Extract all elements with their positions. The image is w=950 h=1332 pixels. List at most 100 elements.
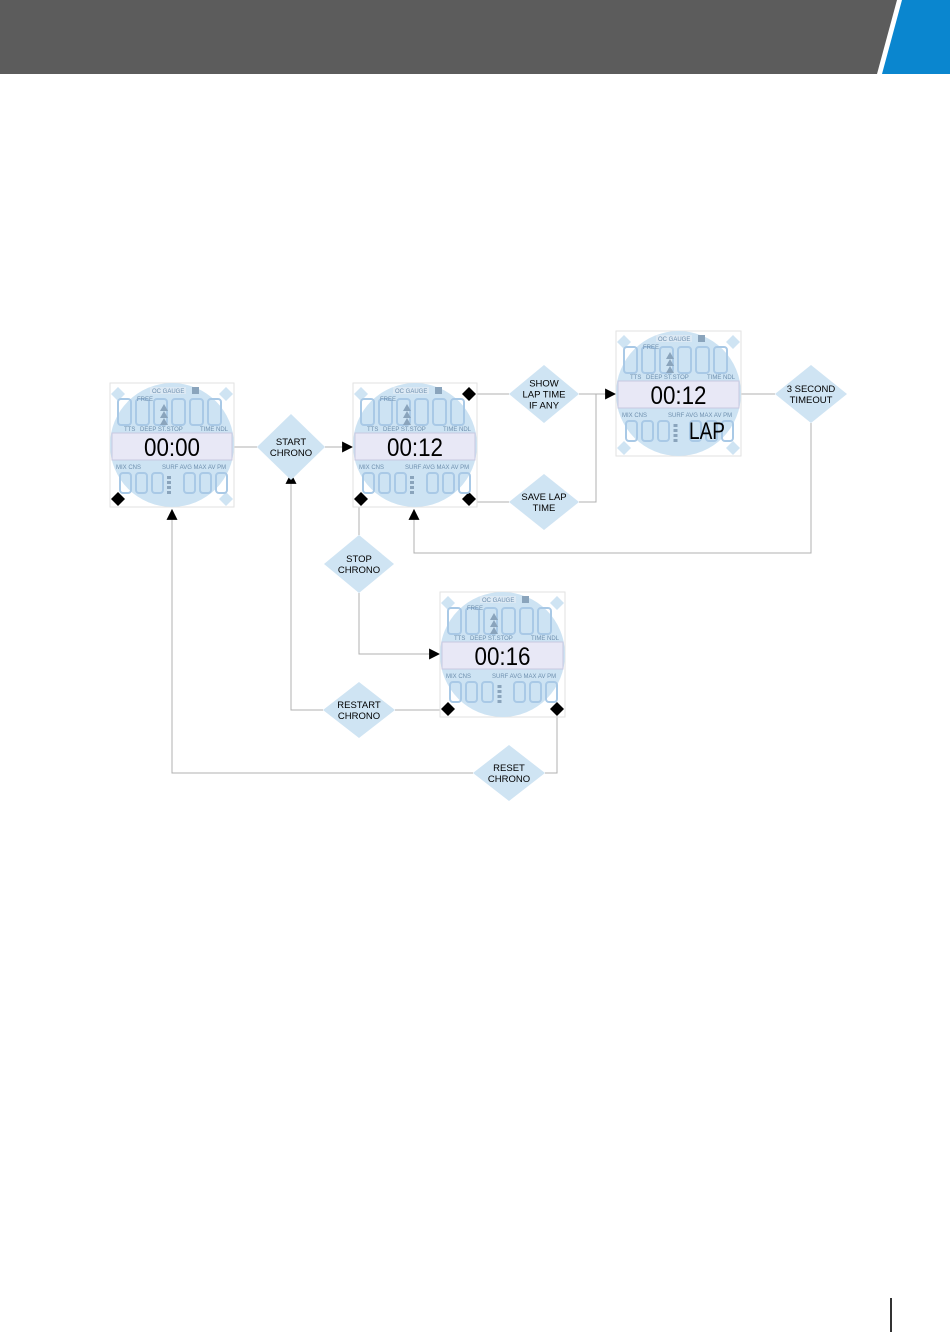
decision-diamond — [324, 535, 394, 593]
ghost-digit — [689, 420, 702, 442]
ascent-arrow-icon — [160, 418, 168, 425]
gas-bar-segment — [167, 486, 171, 489]
active-button-tr[interactable] — [462, 387, 476, 401]
decision-label-line: TIMEOUT — [790, 395, 833, 406]
ghost-digit — [641, 420, 654, 442]
ghost-digit — [215, 472, 228, 494]
label-plate — [656, 335, 692, 342]
ghost-digit — [432, 398, 447, 426]
inactive-button-tr[interactable] — [219, 387, 233, 401]
inactive-button-bl[interactable] — [617, 441, 631, 455]
chrono-time-readout: 00:12 — [651, 382, 707, 410]
mix-cns-label: MIX CNS — [359, 465, 384, 471]
ghost-digit — [641, 346, 656, 374]
time-ndl-label: TIME NDL — [200, 427, 229, 433]
connector-stop-to-w4 — [358, 593, 441, 660]
ghost-digit — [207, 398, 222, 426]
ghost-digit — [189, 398, 204, 426]
ascent-arrow-icon — [666, 352, 674, 359]
decision-label-line: CHRONO — [338, 711, 380, 722]
ghost-digit — [362, 472, 375, 494]
deep-stop-label: DEEP ST.STOP — [140, 427, 183, 433]
inactive-button-tr[interactable] — [726, 335, 740, 349]
ghost-digit — [458, 472, 471, 494]
ascent-arrow-icon — [666, 366, 674, 373]
battery-icon — [435, 387, 442, 394]
ghost-digit — [199, 472, 212, 494]
ghost-digit — [625, 420, 638, 442]
ghost-digit — [171, 398, 186, 426]
deep-stop-label: DEEP ST.STOP — [470, 636, 513, 642]
ghost-digit — [713, 346, 728, 374]
ascent-arrow-icon — [160, 404, 168, 411]
gas-bar-segment — [673, 439, 678, 442]
gas-bar-segment — [673, 424, 678, 427]
free-label: FREE — [380, 397, 396, 403]
ghost-digit — [442, 472, 455, 494]
decision-label-line: 3 SECOND — [787, 384, 836, 395]
inactive-button-tl[interactable] — [354, 387, 368, 401]
tts-label: TTS — [367, 427, 378, 433]
inactive-button-tl[interactable] — [111, 387, 125, 401]
mix-cns-label: MIX CNS — [116, 465, 141, 471]
ascent-arrow-icon — [403, 411, 411, 418]
active-button-bl[interactable] — [354, 492, 368, 506]
active-button-bl[interactable] — [441, 702, 455, 716]
ghost-digit — [513, 681, 526, 703]
connector-reset-to-w1 — [166, 508, 473, 774]
decision-label-line: LAP TIME — [523, 390, 566, 401]
ghost-digit — [501, 607, 516, 635]
inactive-button-tl[interactable] — [617, 335, 631, 349]
ghost-digit — [705, 420, 718, 442]
gas-bar-segment — [673, 429, 678, 432]
decision-label-line: TIME — [533, 503, 556, 514]
time-display-band — [441, 641, 564, 670]
ghost-digit — [135, 398, 150, 426]
active-button-bl[interactable] — [111, 492, 125, 506]
free-label: FREE — [643, 345, 659, 351]
decision-label-line: IF ANY — [529, 401, 560, 412]
inactive-button-tl[interactable] — [441, 596, 455, 610]
decision-label-line: SAVE LAP — [521, 492, 566, 503]
ghost-digit — [135, 472, 148, 494]
ghost-digit — [119, 472, 132, 494]
time-ndl-label: TIME NDL — [531, 636, 560, 642]
connector-save-lap-to-w3 — [579, 394, 597, 503]
gas-bar-segment — [497, 695, 502, 698]
connector-restart-to-start — [285, 472, 323, 711]
ascent-arrow-icon — [490, 620, 498, 627]
decision-diamond — [509, 365, 579, 423]
active-button-br[interactable] — [462, 492, 476, 506]
active-button-br[interactable] — [550, 702, 564, 716]
ascent-arrow-icon — [490, 613, 498, 620]
gas-bar-segment — [410, 476, 414, 479]
inactive-button-br[interactable] — [726, 441, 740, 455]
battery-icon — [192, 387, 199, 394]
tts-label: TTS — [630, 375, 641, 381]
ghost-digit — [450, 398, 465, 426]
oc-gauge-label: OC GAUGE — [395, 389, 427, 395]
free-label: FREE — [467, 606, 483, 612]
gas-bar-segment — [673, 434, 678, 437]
time-display-band — [354, 432, 476, 461]
inactive-button-tr[interactable] — [550, 596, 564, 610]
page-header-bar — [0, 0, 950, 74]
ghost-digit — [151, 472, 164, 494]
ghost-digit — [465, 681, 478, 703]
oc-gauge-label: OC GAUGE — [152, 389, 184, 395]
decision-label-line: STOP — [346, 554, 372, 565]
ascent-arrow-icon — [403, 418, 411, 425]
ascent-arrow-icon — [490, 627, 498, 634]
label-plate — [150, 387, 186, 394]
inactive-button-br[interactable] — [219, 492, 233, 506]
ghost-digit — [465, 607, 480, 635]
ghost-digit — [360, 398, 375, 426]
